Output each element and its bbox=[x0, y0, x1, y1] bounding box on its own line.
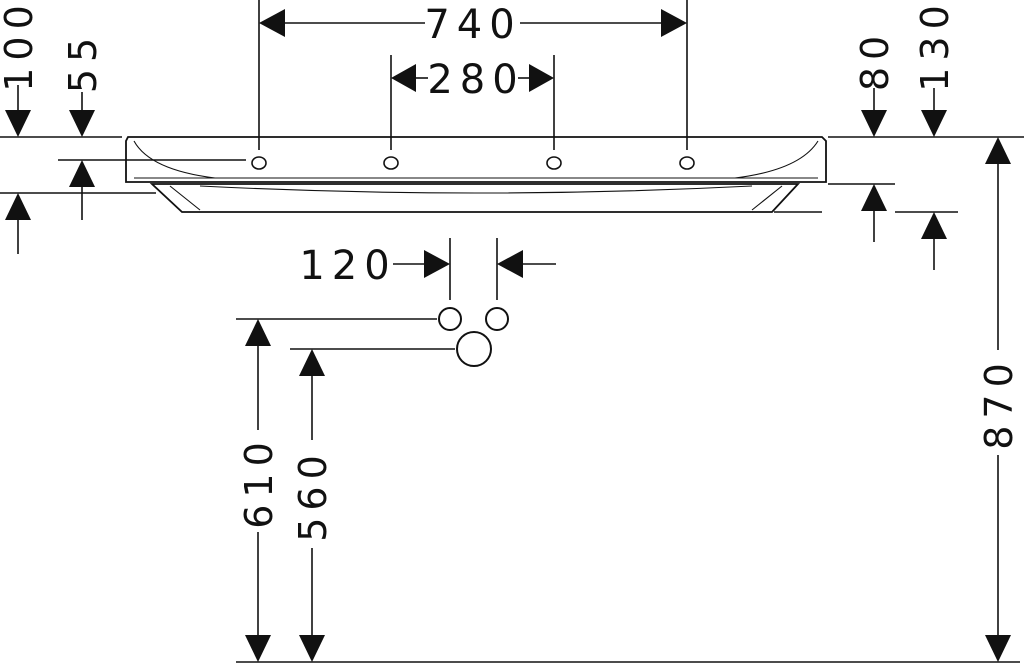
arrow-right-icon bbox=[424, 250, 450, 278]
arrow-left-icon bbox=[259, 9, 285, 37]
water-inlet-right bbox=[485, 307, 509, 331]
arrow-right-icon bbox=[529, 64, 554, 92]
arrow-down-icon bbox=[985, 635, 1011, 662]
dim-tap-spacing: 280 bbox=[390, 55, 555, 150]
arrow-up-icon bbox=[5, 193, 31, 220]
basin-underside-inner-right bbox=[751, 185, 783, 211]
arrow-down-icon bbox=[5, 110, 31, 137]
dim-left-heights: 100 55 bbox=[0, 0, 246, 254]
arrow-left-icon bbox=[497, 250, 523, 278]
dim-label-870: 870 bbox=[977, 356, 1021, 450]
dim-label-280: 280 bbox=[427, 57, 524, 103]
dim-label-55: 55 bbox=[61, 31, 105, 93]
drain-connections bbox=[438, 307, 509, 367]
tap-hole-1 bbox=[251, 156, 267, 170]
dim-label-130: 130 bbox=[913, 0, 957, 92]
tap-hole-4 bbox=[679, 156, 695, 170]
arrow-down-icon bbox=[245, 635, 271, 662]
water-inlet-left bbox=[438, 307, 462, 331]
dim-drain-heights: 610 560 bbox=[236, 318, 1020, 663]
dim-overall-width: 740 bbox=[258, 0, 688, 150]
arrow-up-icon bbox=[245, 319, 271, 346]
dim-label-740: 740 bbox=[424, 2, 521, 48]
dim-label-100: 100 bbox=[0, 0, 41, 92]
arrow-up-icon bbox=[299, 349, 325, 376]
basin-bowl-curve-right bbox=[734, 140, 819, 179]
dim-label-120: 120 bbox=[299, 243, 396, 289]
basin-bowl-curve-left bbox=[133, 140, 216, 179]
dim-total-height: 870 bbox=[977, 137, 1021, 662]
arrow-down-icon bbox=[921, 110, 947, 137]
arrow-down-icon bbox=[861, 110, 887, 137]
tap-hole-2 bbox=[383, 156, 399, 170]
basin bbox=[125, 136, 827, 213]
arrow-right-icon bbox=[661, 9, 687, 37]
basin-underside-inner bbox=[169, 185, 201, 211]
waste-outlet bbox=[456, 331, 492, 367]
arrow-left-icon bbox=[391, 64, 416, 92]
dim-right-heights: 80 130 bbox=[774, 0, 1024, 270]
tap-hole-3 bbox=[546, 156, 562, 170]
dim-label-610: 610 bbox=[237, 435, 281, 529]
dim-label-80: 80 bbox=[853, 29, 897, 91]
basin-underside-mid bbox=[199, 185, 753, 194]
arrow-up-icon bbox=[921, 212, 947, 239]
basin-top-slab bbox=[125, 136, 827, 183]
arrow-up-icon bbox=[985, 137, 1011, 164]
arrow-up-icon bbox=[69, 160, 95, 187]
dim-label-560: 560 bbox=[291, 448, 335, 542]
dim-drain-offset: 120 bbox=[299, 238, 556, 300]
arrow-up-icon bbox=[861, 184, 887, 211]
arrow-down-icon bbox=[299, 635, 325, 662]
arrow-down-icon bbox=[69, 110, 95, 137]
